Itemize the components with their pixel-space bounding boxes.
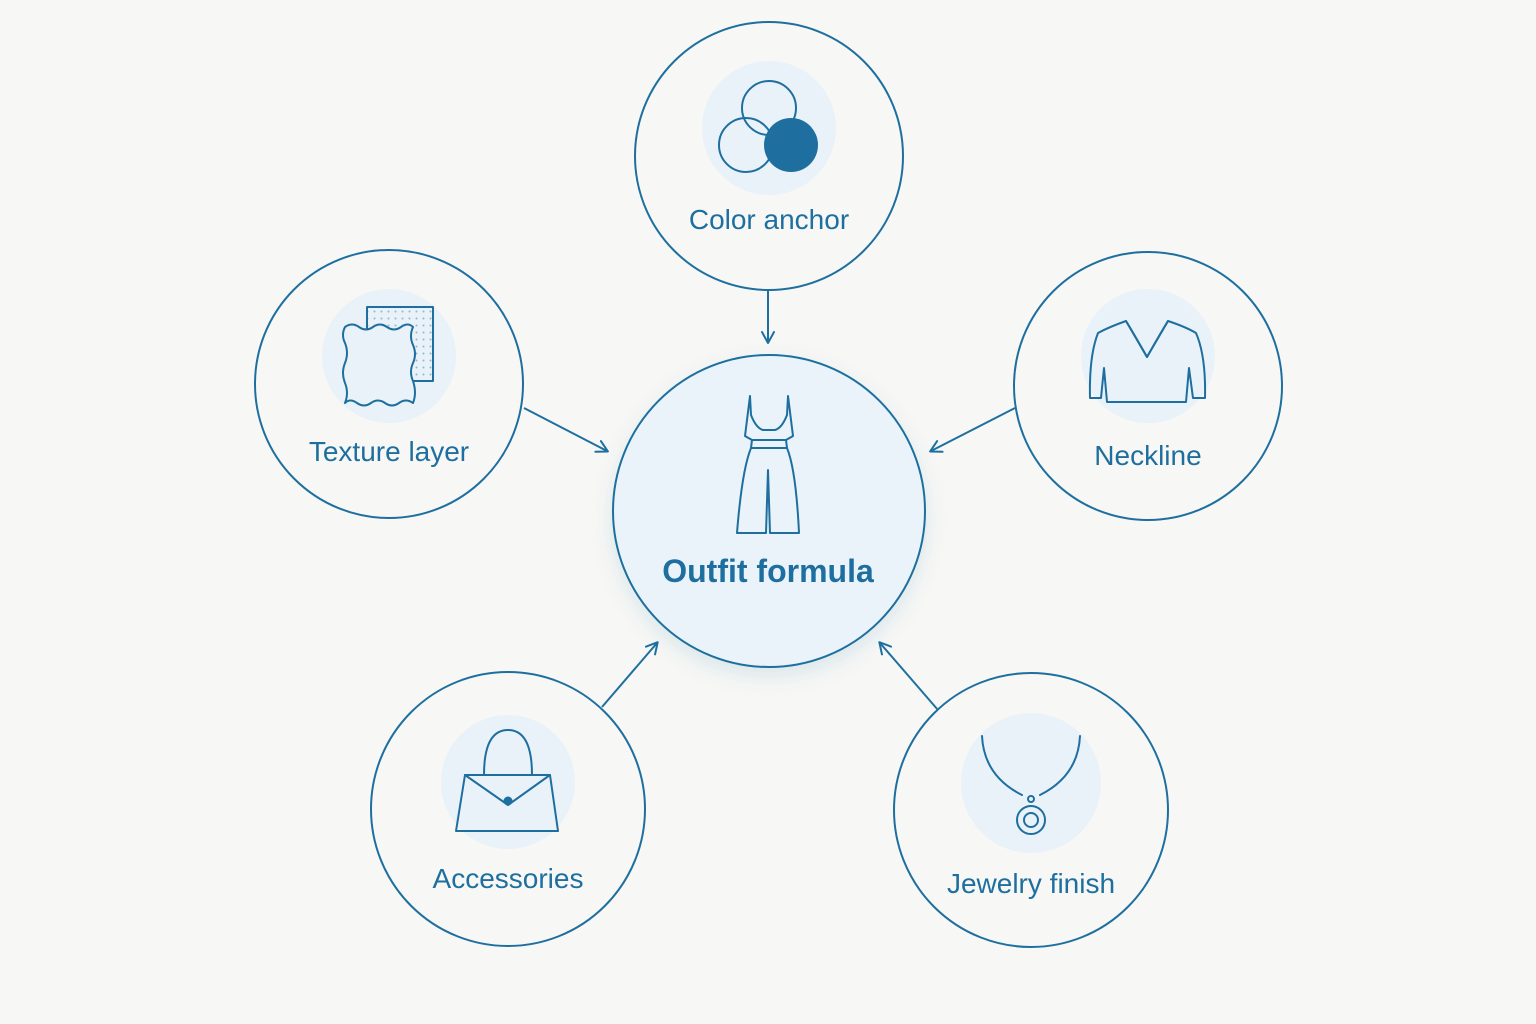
v-neck-top-icon <box>1088 320 1207 403</box>
node-neckline[interactable]: Neckline <box>1013 251 1283 521</box>
color-circles-icon <box>718 80 818 173</box>
handbag-icon <box>455 729 559 832</box>
arrow-jewelry-to-center <box>878 641 939 711</box>
center-node: Outfit formula <box>612 354 926 668</box>
node-texture-layer[interactable]: Texture layer <box>254 249 524 519</box>
node-accessories[interactable]: Accessories <box>370 671 646 947</box>
node-label-color-anchor: Color anchor <box>689 204 849 235</box>
arrow-neckline-to-center <box>929 407 1016 453</box>
node-label-neckline: Neckline <box>1094 440 1201 471</box>
arrow-accessories-to-center <box>601 641 659 708</box>
node-color-anchor[interactable]: Color anchor <box>634 21 904 291</box>
node-label-jewelry-finish: Jewelry finish <box>947 868 1115 899</box>
dress-icon <box>736 395 800 534</box>
connectors <box>523 291 1016 711</box>
pendant-necklace-icon <box>981 735 1081 835</box>
node-label-accessories: Accessories <box>433 863 584 894</box>
node-label-texture-layer: Texture layer <box>309 436 469 467</box>
center-label: Outfit formula <box>662 553 874 589</box>
fabric-swatch-icon <box>342 306 434 407</box>
arrow-texture-to-center <box>523 407 609 453</box>
node-jewelry-finish[interactable]: Jewelry finish <box>893 672 1169 948</box>
